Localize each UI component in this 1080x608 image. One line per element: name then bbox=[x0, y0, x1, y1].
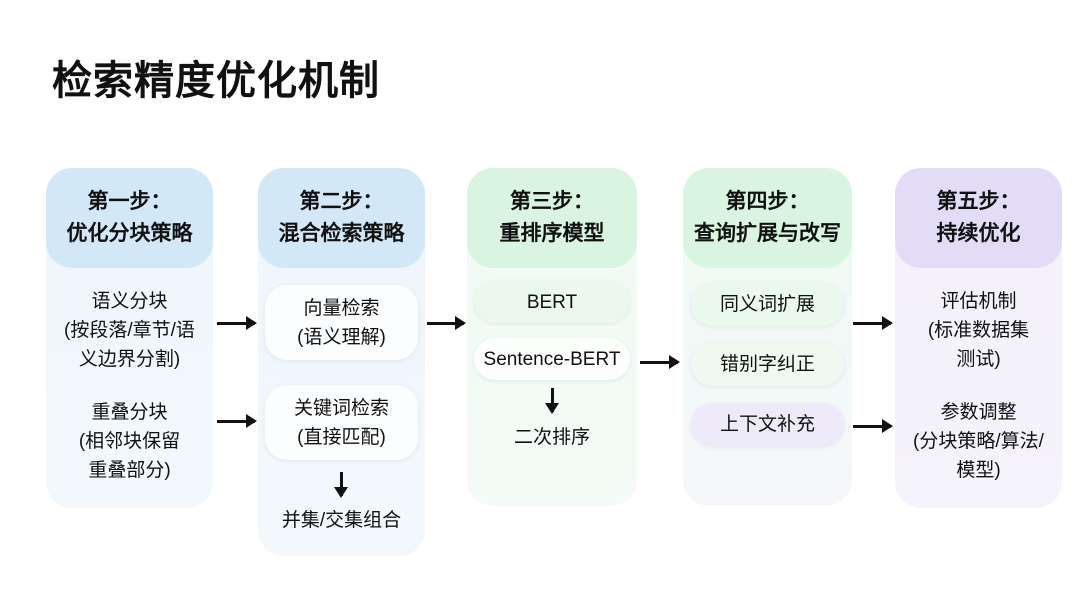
item-semantic-chunking: 语义分块 (按段落/章节/语 义边界分割) bbox=[46, 287, 213, 374]
item-title: 语义分块 bbox=[91, 291, 168, 312]
step-name: 持续优化 bbox=[936, 222, 1021, 245]
right-arrow-icon bbox=[427, 316, 466, 330]
item-desc: (按段落/章节/语 bbox=[64, 320, 195, 341]
result-text: 二次排序 bbox=[513, 427, 590, 448]
step-2-column: 第二步： 混合检索策略 向量检索 (语义理解) 关键词检索 (直接匹配) 并集/… bbox=[258, 168, 425, 556]
step-name: 混合检索策略 bbox=[278, 222, 405, 245]
item-desc: 义边界分割) bbox=[78, 349, 181, 370]
right-arrow-icon bbox=[217, 414, 257, 428]
step-label: 第五步： bbox=[936, 190, 1021, 213]
step-1-header: 第一步： 优化分块策略 bbox=[46, 168, 213, 268]
item-desc: 重叠部分) bbox=[88, 460, 171, 481]
page-title: 检索精度优化机制 bbox=[52, 59, 380, 103]
item-desc: (标准数据集 bbox=[927, 320, 1030, 341]
step-label: 第三步： bbox=[510, 190, 594, 213]
item-title: 关键词检索 bbox=[293, 397, 389, 419]
step-3-header: 第三步： 重排序模型 bbox=[467, 168, 637, 268]
item-title: 重叠分块 bbox=[91, 402, 168, 423]
item-desc: (直接匹配) bbox=[297, 426, 386, 448]
result-text: 并集/交集组合 bbox=[281, 510, 402, 531]
step-name: 查询扩展与改写 bbox=[694, 222, 841, 245]
item-typo-correction: 错别字纠正 bbox=[691, 343, 844, 386]
item-desc: (语义理解) bbox=[297, 326, 386, 348]
item-evaluation: 评估机制 (标准数据集 测试) bbox=[895, 287, 1062, 374]
item-overlap-chunking: 重叠分块 (相邻块保留 重叠部分) bbox=[46, 398, 213, 485]
step-label: 第二步： bbox=[299, 190, 384, 213]
right-arrow-icon bbox=[217, 316, 257, 330]
item-synonym-expansion: 同义词扩展 bbox=[691, 283, 844, 326]
item-title: 向量检索 bbox=[303, 297, 380, 319]
item-context-supplement: 上下文补充 bbox=[691, 403, 844, 446]
step-5-header: 第五步： 持续优化 bbox=[895, 168, 1062, 268]
item-desc: 测试) bbox=[956, 349, 1001, 370]
item-parameter-tuning: 参数调整 (分块策略/算法/ 模型) bbox=[895, 398, 1062, 485]
item-vector-search: 向量检索 (语义理解) bbox=[265, 285, 418, 360]
step-name: 重排序模型 bbox=[499, 222, 605, 245]
step-4-column: 第四步： 查询扩展与改写 同义词扩展 错别字纠正 上下文补充 bbox=[683, 168, 852, 506]
right-arrow-icon bbox=[640, 355, 680, 369]
item-bert: BERT bbox=[474, 281, 630, 323]
down-arrow-icon bbox=[545, 388, 559, 414]
item-desc: (相邻块保留 bbox=[78, 431, 181, 452]
down-arrow-icon bbox=[334, 472, 348, 498]
step-4-header: 第四步： 查询扩展与改写 bbox=[683, 168, 852, 268]
step-label: 第四步： bbox=[725, 190, 810, 213]
step-name: 优化分块策略 bbox=[66, 222, 193, 245]
item-desc: (分块策略/算法/ bbox=[913, 431, 1044, 452]
item-sentence-bert: Sentence-BERT bbox=[474, 338, 630, 380]
item-title: 参数调整 bbox=[940, 402, 1017, 423]
step-label: 第一步： bbox=[87, 190, 172, 213]
item-title: 评估机制 bbox=[940, 291, 1017, 312]
step-3-column: 第三步： 重排序模型 BERT Sentence-BERT 二次排序 bbox=[467, 168, 637, 506]
step-2-header: 第二步： 混合检索策略 bbox=[258, 168, 425, 268]
step-1-column: 第一步： 优化分块策略 语义分块 (按段落/章节/语 义边界分割) 重叠分块 (… bbox=[46, 168, 213, 508]
item-keyword-search: 关键词检索 (直接匹配) bbox=[265, 385, 418, 460]
right-arrow-icon bbox=[853, 419, 893, 433]
right-arrow-icon bbox=[853, 316, 893, 330]
step-5-column: 第五步： 持续优化 评估机制 (标准数据集 测试) 参数调整 (分块策略/算法/… bbox=[895, 168, 1062, 508]
item-desc: 模型) bbox=[956, 460, 1001, 481]
